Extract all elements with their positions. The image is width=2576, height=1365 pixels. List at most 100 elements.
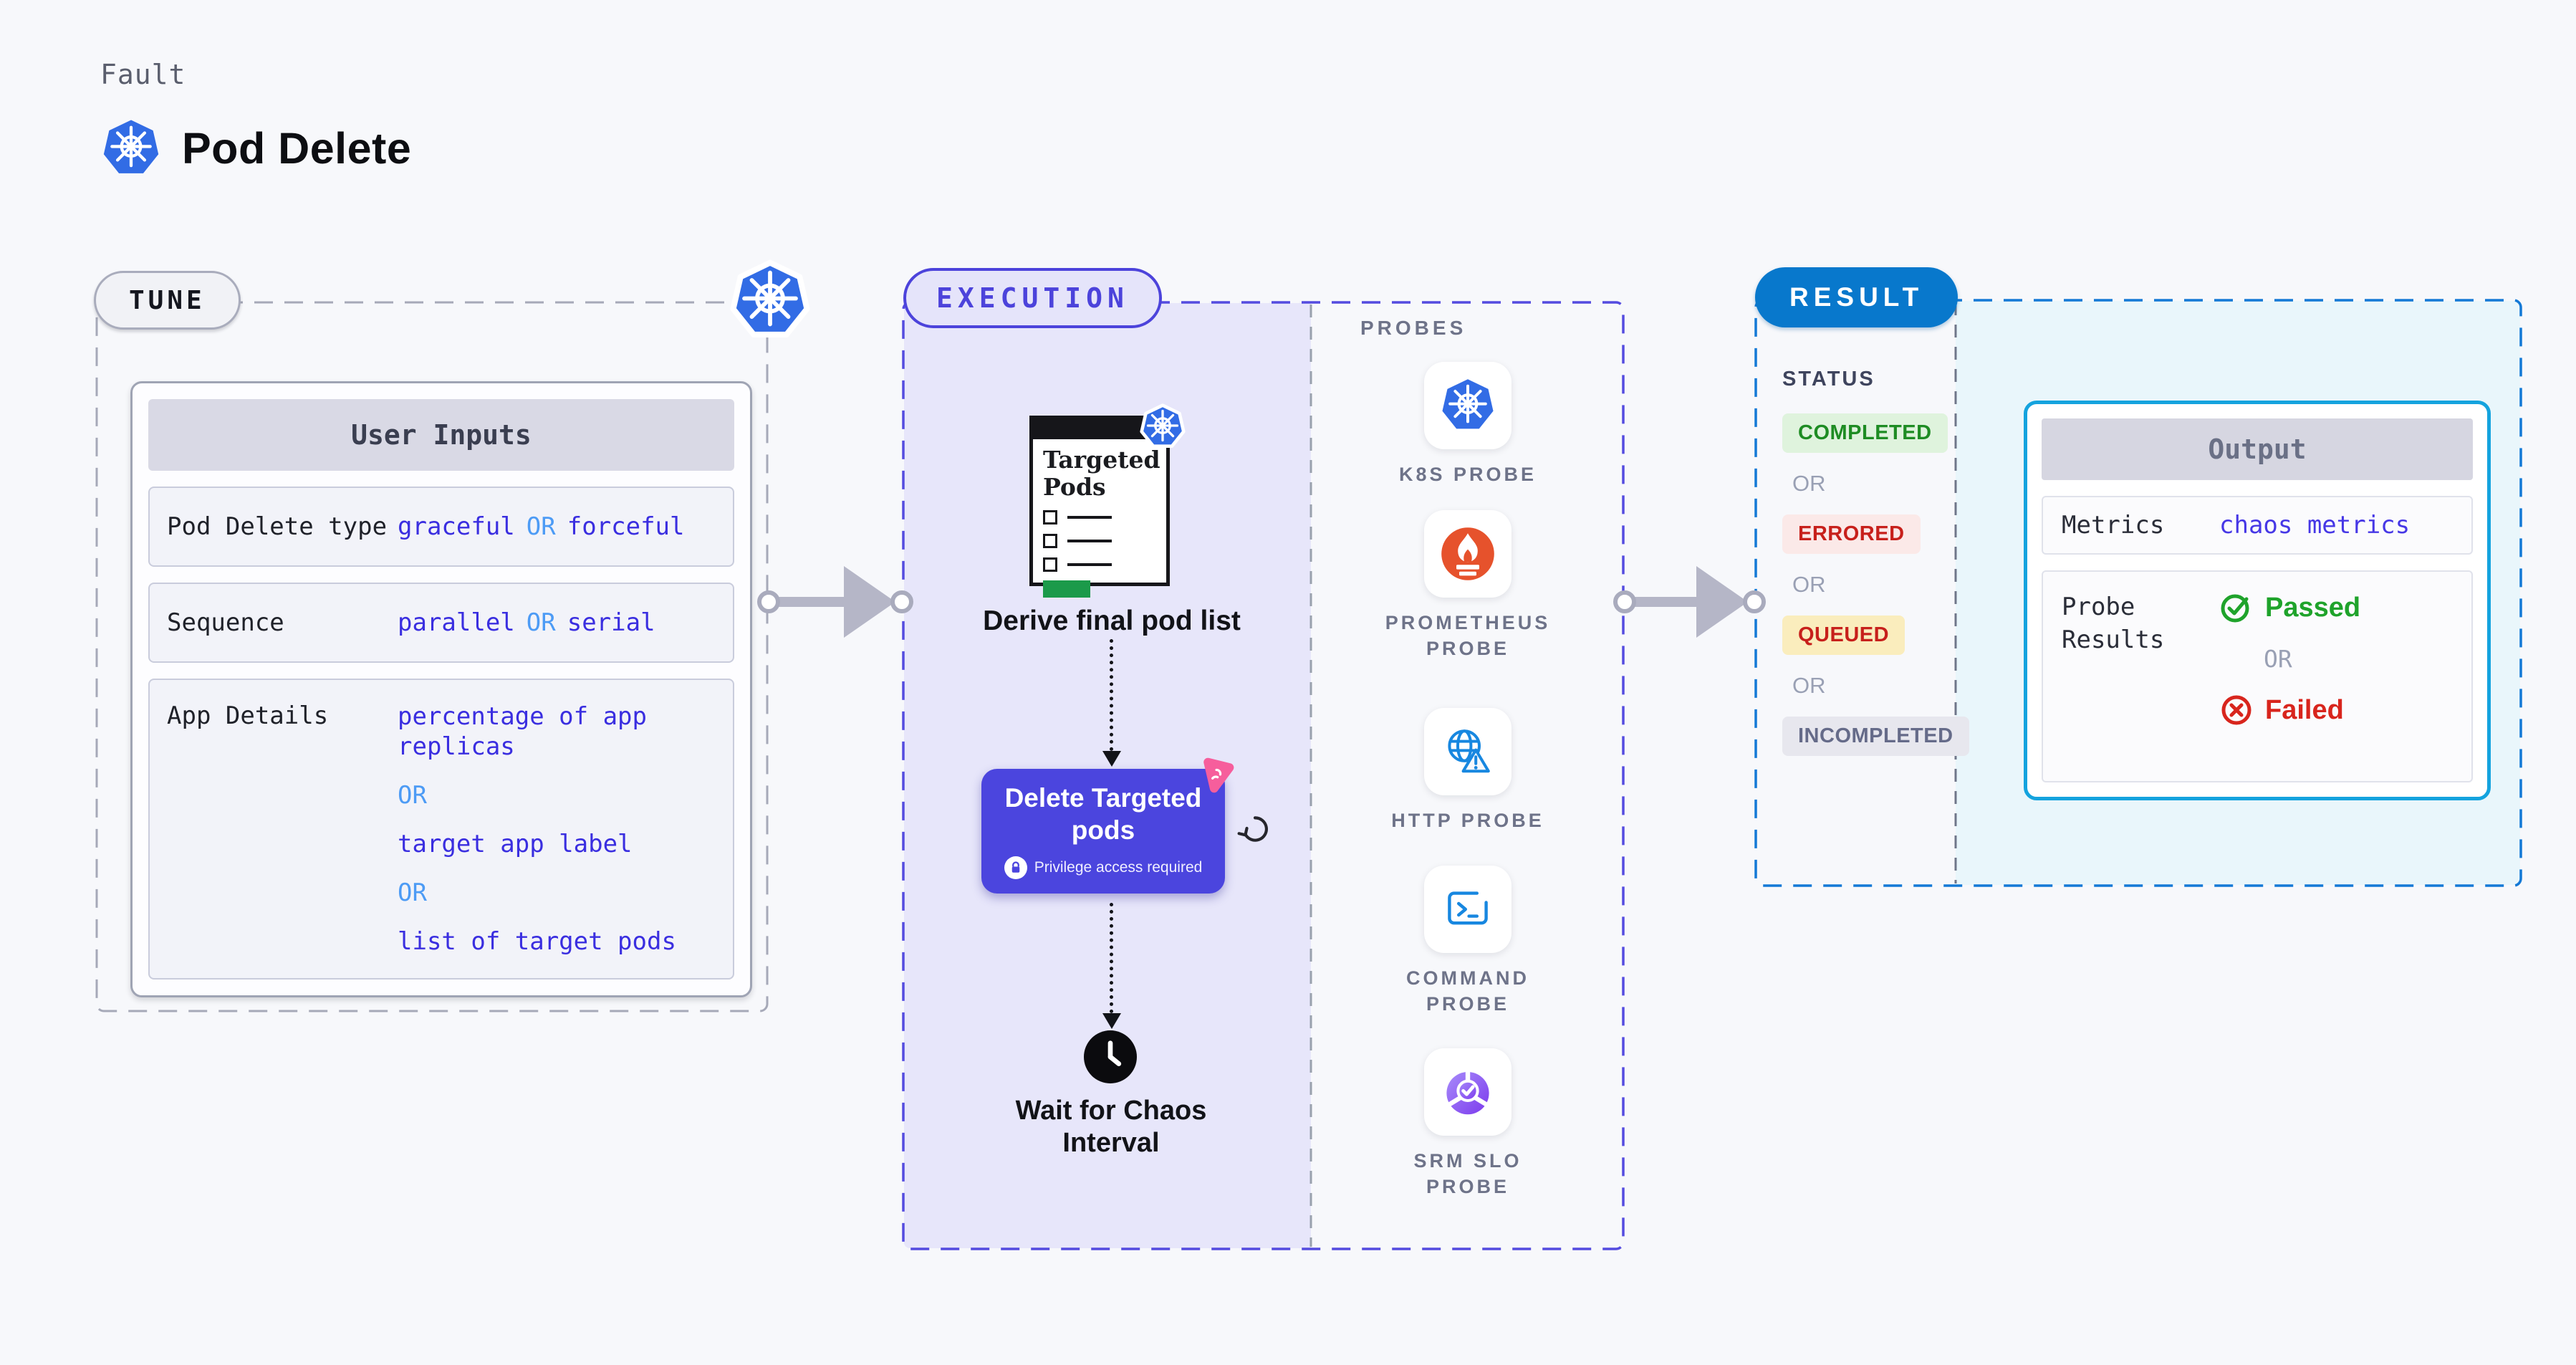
execution-panel: EXECUTION Targeted Pods Derive final pod… bbox=[902, 268, 1625, 1250]
terminal-icon bbox=[1439, 881, 1496, 938]
kubernetes-icon bbox=[1439, 377, 1496, 434]
connector-port bbox=[890, 590, 913, 613]
targeted-pods-title: Targeted Pods bbox=[1043, 446, 1160, 501]
checklist-line bbox=[1067, 540, 1112, 542]
or-separator: OR bbox=[398, 781, 427, 810]
or-separator: OR bbox=[526, 512, 556, 541]
flow-arrowhead bbox=[1102, 751, 1121, 767]
connector-arrowhead bbox=[844, 566, 895, 638]
tune-panel: TUNE User Inputs Pod Delete type gracefu… bbox=[94, 301, 769, 1012]
input-row-app-details: App Details percentage of app replicas O… bbox=[148, 679, 734, 980]
connector-port bbox=[1613, 590, 1636, 613]
status-badge-incompleted: INCOMPLETED bbox=[1782, 717, 1969, 756]
connector-port bbox=[757, 590, 780, 613]
kubernetes-icon bbox=[1139, 403, 1186, 451]
input-row-label: Sequence bbox=[167, 608, 284, 637]
connector-arrowhead bbox=[1696, 566, 1748, 638]
targeted-pods-node: Targeted Pods bbox=[1029, 416, 1170, 598]
value-option: target app label bbox=[398, 830, 633, 858]
probe-item-prometheus: PROMETHEUS PROBE bbox=[1311, 510, 1625, 661]
privilege-label: Privilege access required bbox=[1034, 859, 1203, 876]
checklist-line bbox=[1067, 516, 1112, 519]
probe-label: COMMAND PROBE bbox=[1406, 967, 1529, 1015]
connector-line bbox=[777, 597, 849, 607]
value-option: percentage of app replicas bbox=[398, 702, 647, 761]
execution-tag: EXECUTION bbox=[903, 268, 1162, 328]
probe-item-srm-slo: SRM SLO PROBE bbox=[1311, 1048, 1625, 1199]
delete-targeted-pods-node: Delete Targeted pods Privilege access re… bbox=[981, 769, 1225, 894]
probe-label: HTTP PROBE bbox=[1391, 810, 1544, 831]
x-circle-icon bbox=[2221, 695, 2251, 725]
probe-card bbox=[1424, 708, 1512, 795]
or-separator: OR bbox=[398, 878, 427, 907]
clock-icon bbox=[1084, 1030, 1137, 1083]
globe-warning-icon bbox=[1439, 723, 1496, 780]
flow-connector bbox=[1110, 903, 1113, 1013]
status-column: COMPLETED OR ERRORED OR QUEUED OR INCOMP… bbox=[1782, 413, 1969, 756]
checklist-line bbox=[1067, 563, 1112, 566]
fault-eyebrow: Fault bbox=[100, 59, 186, 90]
delete-node-title: Delete Targeted pods bbox=[1004, 783, 1202, 845]
slo-check-icon bbox=[1439, 1063, 1496, 1121]
flow-connector bbox=[1110, 639, 1113, 751]
value-option: serial bbox=[567, 608, 655, 637]
result-panel: RESULT STATUS COMPLETED OR ERRORED OR QU… bbox=[1754, 267, 2522, 887]
probes-heading: PROBES bbox=[1360, 317, 1467, 339]
failed-line: Failed bbox=[2219, 693, 2360, 727]
wait-chaos-interval-caption: Wait for Chaos Interval bbox=[1015, 1096, 1207, 1158]
input-row-value: percentage of app replicas OR target app… bbox=[398, 701, 716, 957]
or-separator: OR bbox=[1792, 471, 1826, 496]
status-heading: STATUS bbox=[1782, 368, 1875, 391]
metrics-value: chaos metrics bbox=[2219, 511, 2411, 540]
fault-title-row: Pod Delete bbox=[100, 118, 411, 179]
output-header: Output bbox=[2042, 418, 2473, 480]
checkbox-icon bbox=[1043, 534, 1057, 548]
page-title: Pod Delete bbox=[182, 124, 412, 173]
prometheus-icon bbox=[1439, 525, 1496, 583]
passed-label: Passed bbox=[2265, 592, 2361, 623]
input-row-value: parallel OR serial bbox=[398, 608, 667, 638]
value-option: parallel bbox=[398, 608, 515, 637]
metrics-row: Metrics chaos metrics bbox=[2042, 496, 2473, 555]
input-row-sequence: Sequence parallel OR serial bbox=[148, 583, 734, 663]
or-separator: OR bbox=[1792, 673, 1826, 698]
probe-results-values: Passed OR Failed bbox=[2219, 590, 2360, 767]
probe-label: K8S PROBE bbox=[1398, 464, 1537, 485]
connector-line bbox=[1633, 597, 1701, 607]
status-badge-queued: QUEUED bbox=[1782, 616, 1905, 655]
user-inputs-header: User Inputs bbox=[148, 399, 734, 471]
value-option: forceful bbox=[567, 512, 685, 541]
probe-item-command: COMMAND PROBE bbox=[1311, 866, 1625, 1017]
status-badge-errored: ERRORED bbox=[1782, 514, 1921, 554]
check-circle-icon bbox=[2221, 594, 2249, 623]
or-separator: OR bbox=[526, 608, 556, 637]
checklist-row bbox=[1043, 534, 1156, 548]
or-separator: OR bbox=[2264, 645, 2292, 673]
checklist-row bbox=[1043, 510, 1156, 525]
or-separator: OR bbox=[1792, 572, 1826, 597]
probe-label: PROMETHEUS PROBE bbox=[1385, 612, 1551, 659]
probe-results-row: Probe Results Passed OR bbox=[2042, 570, 2473, 782]
lock-icon bbox=[1004, 856, 1027, 879]
flow-arrowhead bbox=[1102, 1013, 1121, 1029]
privilege-row: Privilege access required bbox=[991, 856, 1215, 879]
passed-line: Passed bbox=[2219, 590, 2360, 625]
probe-item-k8s: K8S PROBE bbox=[1311, 362, 1625, 487]
checkbox-icon bbox=[1043, 510, 1057, 525]
probe-card bbox=[1424, 866, 1512, 953]
targeted-pods-body: Targeted Pods bbox=[1033, 439, 1166, 605]
checkbox-icon bbox=[1043, 557, 1057, 572]
chaos-icon bbox=[1196, 756, 1235, 795]
kubernetes-icon bbox=[729, 259, 812, 343]
probe-card bbox=[1424, 362, 1512, 449]
connector-port bbox=[1743, 590, 1766, 613]
result-tag: RESULT bbox=[1755, 267, 1959, 327]
probe-card bbox=[1424, 1048, 1512, 1136]
derive-pod-list-caption: Derive final pod list bbox=[983, 605, 1241, 636]
input-row-label: Pod Delete type bbox=[167, 512, 388, 541]
probe-item-http: HTTP PROBE bbox=[1311, 708, 1625, 833]
